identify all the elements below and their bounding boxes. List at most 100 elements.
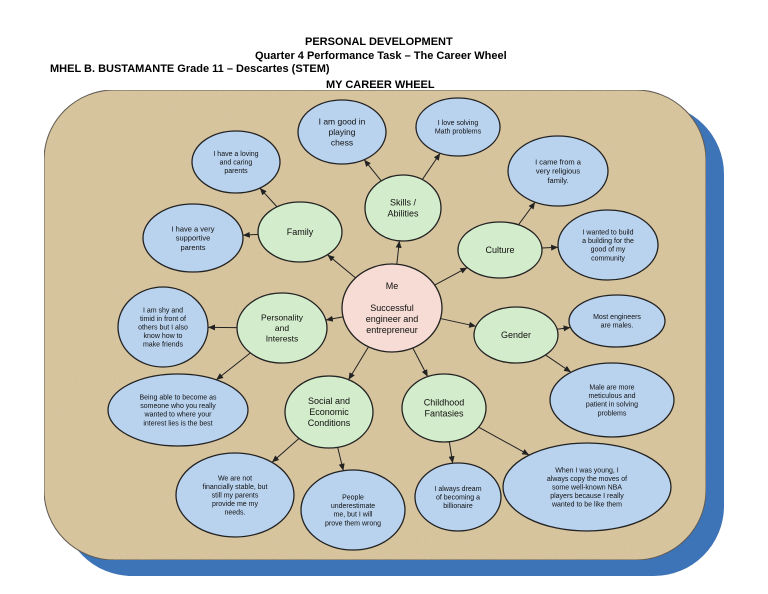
category-text-line: Family [287,227,314,237]
arrow-center-to-social [348,346,369,381]
leaf-ellipse [107,373,249,447]
leaf-ellipse [191,130,281,194]
leaf-text-line: parents [180,243,205,252]
arrow-childhood-to-billionaire [448,441,455,464]
arrow-childhood-to-nba [478,426,530,456]
arrow-center-to-childhood [412,347,429,377]
category-text-line: Conditions [308,418,351,428]
leaf-ellipse [502,442,672,532]
student-info: MHEL B. BUSTAMANTE Grade 11 – Descartes … [50,63,330,75]
center-text-line: entrepreneur [366,325,418,335]
leaf-ellipse [507,135,609,207]
leaf-text-line: I have a very [172,224,215,233]
leaf-text-line: of becoming a [436,494,480,501]
leaf-text-line: problems [598,410,627,417]
category-text-line: Fantasies [424,409,464,419]
page-title: PERSONAL DEVELOPMENT [305,36,453,48]
leaf-text-line: chess [331,137,353,147]
leaf-text-line: I always dream [434,486,481,493]
category-ellipse [457,221,543,279]
leaf-ellipse [175,452,295,538]
category-ellipse [473,306,559,364]
center-text-line: Me [386,281,399,291]
leaf-text-line: are males. [601,323,634,330]
category-node-family: Family [257,201,343,263]
arrow-personality-to-someone [215,352,251,381]
leaf-text-line: wanted to where your [144,412,213,419]
leaf-ellipse [300,469,406,551]
arrow-center-to-personality [325,315,344,322]
leaf-text-line: I love solving [438,120,479,127]
leaf-text-line: We are not [218,475,252,482]
leaf-text-line: needs. [224,510,245,517]
arrow-center-to-family [327,254,356,279]
leaf-text-line: parents [224,168,248,175]
category-ellipse [401,373,487,443]
wheel-title: MY CAREER WHEEL [326,79,435,91]
leaf-ellipse [297,99,387,165]
leaf-text-line: billionaire [443,503,473,510]
leaf-node-engineers-males: Most engineers are males. [568,294,666,348]
leaf-text-line: When I was young, I [555,467,618,474]
leaf-text-line: meticulous and [588,393,635,400]
leaf-ellipse [117,286,209,368]
leaf-text-line: provide me my [212,501,258,508]
leaf-text-line: Most engineers [593,314,641,321]
leaf-text-line: I have a loving [213,151,258,158]
arrow-center-to-skills [395,240,402,265]
leaf-ellipse [549,362,675,438]
category-text-line: Abilities [387,209,419,219]
leaf-ellipse [568,294,666,348]
leaf-text-line: underestimate [331,503,375,510]
leaf-text-line: still my parents [212,492,259,499]
center-text-line: Successful [370,303,414,313]
leaf-text-line: Math problems [435,129,482,136]
leaf-text-line: community [591,255,625,262]
leaf-text-line: know how to [144,333,183,340]
category-text-line: Personality [261,313,304,323]
arrow-family-to-supportive-parents [242,231,259,238]
leaf-text-line: and caring [220,159,253,166]
leaf-text-line: timid in front of [140,316,186,323]
leaf-text-line: I came from a [535,157,582,166]
leaf-text-line: a building for the [582,238,634,245]
leaf-text-line: I am shy and [143,307,183,314]
category-text-line: and [275,323,289,333]
leaf-text-line: good of my [591,247,626,254]
leaf-text-line: I wanted to build [583,230,634,237]
leaf-text-line: playing [329,127,356,137]
leaf-ellipse [415,97,501,157]
arrow-gender-to-engineers-males [557,325,571,332]
category-ellipse [364,174,442,242]
category-text-line: Skills / [390,198,417,208]
category-text-line: Culture [485,245,514,255]
leaf-text-line: interest lies is the best [143,420,212,427]
category-text-line: Economic [309,407,349,417]
category-ellipse [236,292,328,364]
arrow-social-to-not-stable [271,438,300,463]
leaf-text-line: make friends [143,342,184,349]
leaf-text-line: someone who you really [140,403,216,410]
leaf-text-line: wanted to be like them [551,502,622,509]
leaf-text-line: People [342,495,364,502]
leaf-text-line: I am good in [319,117,366,127]
category-text-line: Gender [501,330,531,340]
leaf-text-line: financially stable, but [203,484,268,491]
connector-lines [207,152,572,471]
category-text-line: Social and [308,396,350,406]
leaf-text-line: Being able to become as [139,395,217,402]
leaf-text-line: some well-known NBA [552,484,622,491]
